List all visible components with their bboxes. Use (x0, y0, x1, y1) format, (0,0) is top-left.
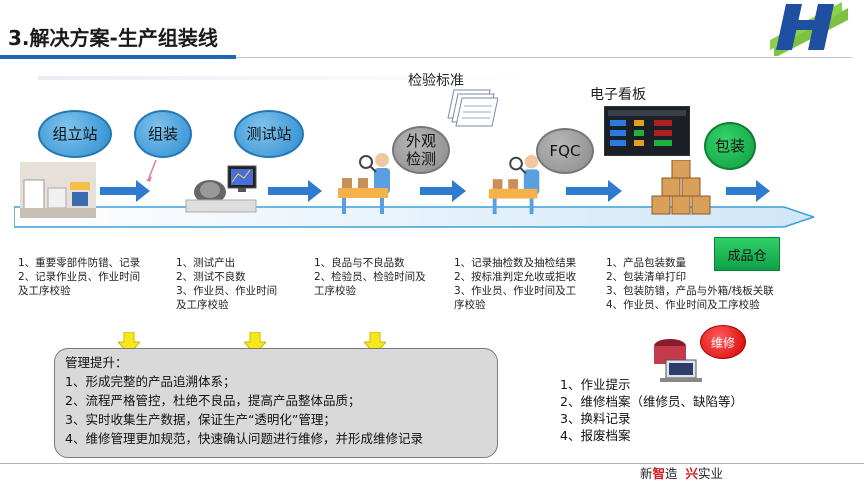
station-fqc: FQC (536, 128, 594, 174)
flow-arrow-4 (566, 180, 622, 202)
flow-arrow-3 (420, 180, 466, 202)
station-baozhuang: 包装 (704, 122, 756, 170)
slogan-part: 造 (665, 466, 678, 481)
management-item: 1、形成完整的产品追溯体系； (65, 374, 236, 389)
slogan-part: 兴 (685, 466, 699, 481)
slogan-part: 新 (640, 466, 653, 481)
boxes-icon (651, 160, 711, 215)
flow-arrow-1 (100, 180, 150, 202)
desc-line: 1、测试产出 (176, 257, 236, 269)
slogan-part: 实业 (698, 466, 724, 481)
desc-line: 2、检验员、检验时间及 (314, 271, 426, 283)
title-underline (0, 55, 236, 59)
desc-col-4: 1、记录抽检数及抽检结果 2、按标准判定允收或拒收 3、作业员、作业时间及工 序… (454, 256, 576, 312)
pointer-arrow-icon (146, 160, 157, 182)
desc-line: 2、包装清单打印 (606, 271, 687, 283)
repair-list-item: 4、报废档案 (560, 428, 631, 443)
desc-line: 1、重要零部件防错、记录 (18, 257, 141, 269)
flow-arrow-5 (726, 180, 770, 202)
desc-line: 及工序校验 (176, 299, 229, 311)
desc-line: 1、产品包装数量 (606, 257, 687, 269)
desc-line: 3、作业员、作业时间 (176, 285, 278, 297)
inspector-conveyor-icon-2 (488, 154, 540, 215)
repair-list-item: 1、作业提示 (560, 377, 631, 392)
management-item: 3、实时收集生产数据，保证生产“透明化”管理； (65, 412, 336, 427)
station-ceshizhan: 测试站 (234, 110, 304, 158)
repair-list-item: 3、换料记录 (560, 411, 631, 426)
flow-arrow-2 (268, 180, 322, 202)
desc-line: 及工序校验 (18, 285, 71, 297)
footer-rule (0, 463, 864, 464)
testing-station-photo (185, 165, 257, 213)
desc-line: 2、按标准判定允收或拒收 (454, 271, 577, 283)
decorative-strip (38, 76, 538, 80)
inspection-standard-label: 检验标准 (408, 73, 464, 89)
desc-line: 3、作业员、作业时间及工 (454, 285, 577, 297)
repair-badge: 维修 (700, 325, 746, 359)
desc-line: 4、作业员、作业时间及工序校验 (606, 299, 760, 311)
company-logo (770, 2, 848, 56)
station-waiguan: 外观 检测 (392, 126, 450, 174)
desc-line: 工序校验 (314, 285, 356, 297)
finished-goods-warehouse: 成品仓 (714, 237, 780, 271)
slogan-part: 智 (652, 466, 666, 481)
waiguan-line2: 检测 (405, 150, 436, 168)
assembly-station-photo (20, 162, 96, 218)
desc-col-2: 1、测试产出 2、测试不良数 3、作业员、作业时间 及工序校验 (176, 256, 277, 312)
management-item: 2、流程严格管控，杜绝不良品，提高产品整体品质； (65, 393, 361, 408)
management-heading: 管理提升： (65, 355, 128, 370)
desc-line: 3、包装防错，产品与外箱/栈板关联 (606, 285, 774, 297)
desc-line: 2、记录作业员、作业时间 (18, 271, 141, 283)
desc-line: 2、测试不良数 (176, 271, 246, 283)
management-improvement-box: 管理提升： 1、形成完整的产品追溯体系； 2、流程严格管控，杜绝不良品，提高产品… (54, 348, 498, 458)
footer-slogan: 新智造 兴实业 (640, 463, 723, 482)
kanban-board-icon (604, 106, 690, 156)
electronic-board-label: 电子看板 (590, 87, 646, 103)
repair-list: 1、作业提示 2、维修档案（维修员、缺陷等） 3、换料记录 4、报废档案 (560, 376, 743, 444)
desc-line: 序校验 (454, 299, 486, 311)
repair-station-icon (654, 339, 702, 382)
documents-icon (447, 89, 498, 127)
inspector-conveyor-icon-1 (338, 153, 390, 214)
station-zuzhuang: 组装 (134, 110, 192, 158)
desc-col-1: 1、重要零部件防错、记录 2、记录作业员、作业时间 及工序校验 (18, 256, 140, 298)
waiguan-line1: 外观 (405, 132, 436, 150)
desc-line: 1、记录抽检数及抽检结果 (454, 257, 577, 269)
repair-list-item: 2、维修档案（维修员、缺陷等） (560, 394, 743, 409)
management-item: 4、维修管理更加规范，快速确认问题进行维修，并形成维修记录 (65, 431, 423, 446)
desc-col-5: 1、产品包装数量 2、包装清单打印 3、包装防错，产品与外箱/栈板关联 4、作业… (606, 256, 774, 312)
desc-col-3: 1、良品与不良品数 2、检验员、检验时间及 工序校验 (314, 256, 426, 298)
title-rule (236, 57, 852, 58)
desc-line: 1、良品与不良品数 (314, 257, 405, 269)
station-zulizhan: 组立站 (38, 110, 112, 158)
page-title: 3.解决方案-生产组装线 (8, 26, 218, 50)
